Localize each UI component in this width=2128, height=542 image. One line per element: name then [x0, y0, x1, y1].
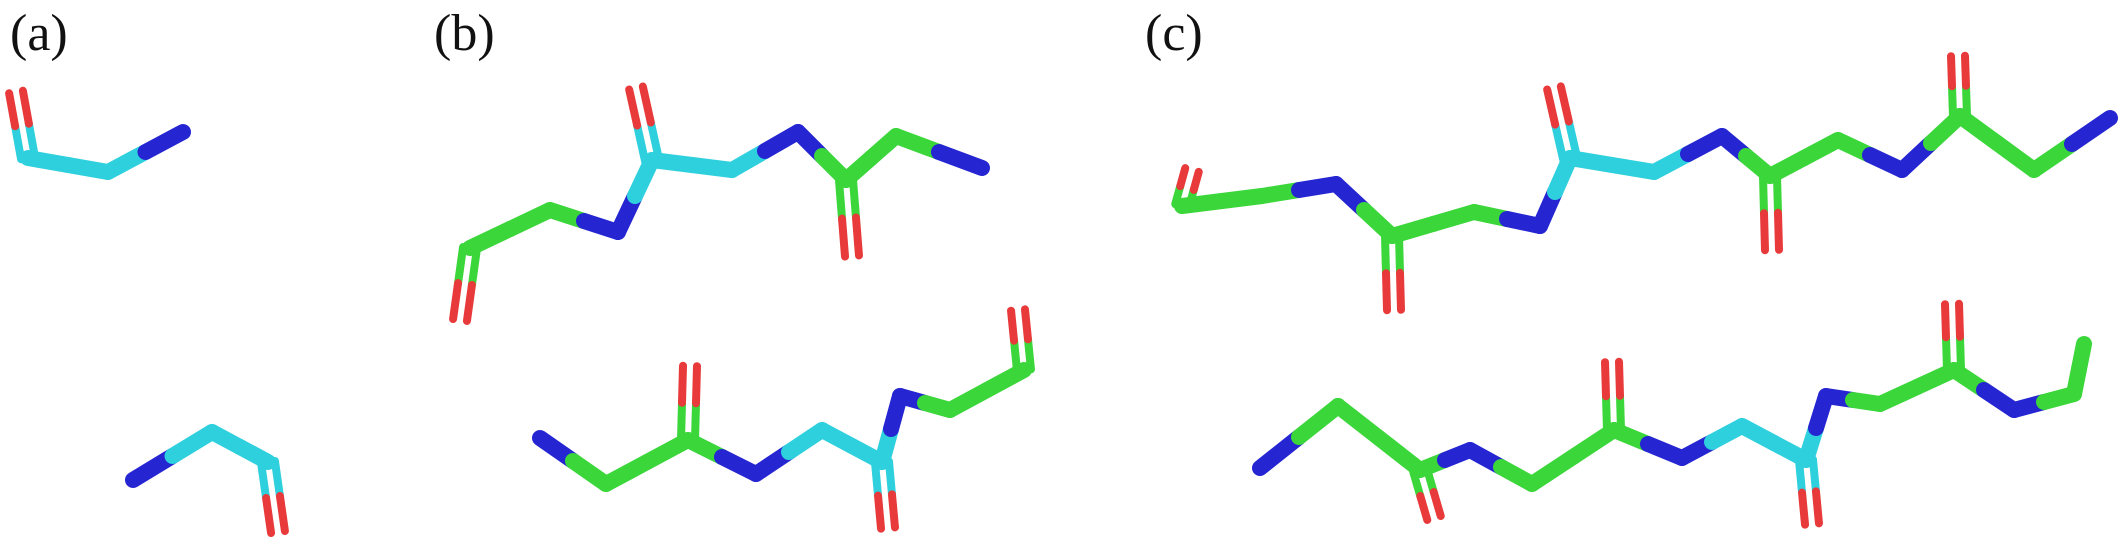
carbonyl-green: [1602, 392, 1612, 435]
carbonyl-green: [677, 398, 687, 444]
carbonyl-oxygen: [1189, 167, 1203, 194]
carbonyl-green: [1010, 336, 1022, 375]
bond-half-blue: [2064, 110, 2118, 152]
carbonyl-green: [1961, 81, 1971, 120]
carbonyl-oxygen: [1954, 299, 1964, 341]
bond-half-green: [1371, 430, 1428, 478]
carbonyl-green: [1948, 82, 1958, 121]
carbonyl-green: [1422, 464, 1438, 497]
carbonyl-green: [1394, 231, 1404, 277]
carbonyl-cyan: [1551, 120, 1568, 164]
carbonyl-oxygen: [625, 85, 642, 130]
panel-label-b: (b): [434, 5, 495, 62]
carbonyl-oxygen: [449, 279, 463, 324]
carbonyl-oxygen: [874, 491, 886, 533]
carbonyl-oxygen: [638, 82, 655, 127]
carbonyl-oxygen: [1773, 208, 1783, 254]
carbonyl-oxygen: [691, 362, 701, 408]
carbonyl-green: [1772, 171, 1782, 217]
carbonyl-cyan: [871, 458, 883, 500]
carbonyl-oxygen: [1020, 305, 1032, 344]
carbonyl-green: [1381, 232, 1391, 278]
carbonyl-cyan: [646, 118, 663, 163]
carbonyl-cyan: [1795, 456, 1807, 497]
carbonyl-oxygen: [5, 89, 20, 131]
carbonyl-oxygen: [1960, 51, 1970, 90]
carbonyl-oxygen: [262, 493, 276, 537]
carbonyl-oxygen: [1395, 268, 1405, 314]
carbonyl-green: [1759, 172, 1769, 218]
carbonyl-oxygen: [18, 86, 33, 128]
carbonyl-oxygen: [1176, 164, 1190, 191]
bond-half-blue: [931, 144, 990, 176]
carbonyl-oxygen: [1614, 357, 1624, 400]
bond-half-green: [1291, 398, 1346, 445]
bond-layer: [5, 51, 2118, 537]
carbonyl-oxygen: [1601, 358, 1611, 401]
carbonyl-green: [467, 244, 481, 289]
bond-half-green: [2071, 336, 2092, 377]
carbonyl-cyan: [270, 457, 284, 501]
carbonyl-green: [848, 175, 860, 222]
carbonyl-oxygen: [1941, 300, 1951, 342]
carbonyl-oxygen: [1811, 487, 1823, 528]
bond-half-blue: [137, 124, 191, 160]
carbonyl-oxygen: [887, 490, 899, 532]
carbonyl-cyan: [24, 119, 39, 161]
carbonyl-oxygen: [1798, 488, 1810, 529]
carbonyl-oxygen: [1760, 209, 1770, 255]
carbonyl-oxygen: [1382, 269, 1392, 315]
carbonyl-green: [1942, 333, 1952, 375]
carbonyl-green: [1023, 335, 1035, 374]
carbonyl-cyan: [11, 122, 26, 164]
carbonyl-oxygen: [1429, 488, 1445, 521]
carbonyl-cyan: [884, 457, 896, 499]
carbonyl-cyan: [1564, 117, 1581, 161]
carbonyl-oxygen: [838, 214, 850, 261]
bond-half-blue: [1252, 429, 1307, 476]
carbonyl-oxygen: [275, 492, 289, 536]
bond-half-green: [1524, 449, 1581, 492]
bond-half-cyan: [232, 439, 276, 470]
bond-half-green: [1330, 398, 1387, 446]
carbonyl-oxygen: [462, 280, 476, 325]
carbonyl-oxygen: [1947, 52, 1957, 91]
carbonyl-cyan: [633, 121, 650, 166]
carbonyl-oxygen: [1416, 491, 1432, 524]
carbonyl-green: [454, 243, 468, 288]
panel-label-c: (c): [1145, 5, 1203, 62]
carbonyl-green: [1615, 391, 1625, 434]
carbonyl-green: [1409, 467, 1425, 500]
panel-label-a: (a): [10, 5, 68, 62]
carbonyl-oxygen: [1556, 82, 1573, 126]
carbonyl-oxygen: [1007, 306, 1019, 345]
carbonyl-cyan: [1808, 455, 1820, 496]
bond-half-green: [1565, 422, 1622, 465]
carbonyl-oxygen: [678, 361, 688, 407]
carbonyl-cyan: [257, 458, 271, 502]
carbonyl-green: [690, 399, 700, 445]
carbonyl-oxygen: [851, 213, 863, 260]
carbonyl-oxygen: [1543, 85, 1560, 129]
carbonyl-green: [835, 176, 847, 223]
carbonyl-green: [1955, 332, 1965, 374]
